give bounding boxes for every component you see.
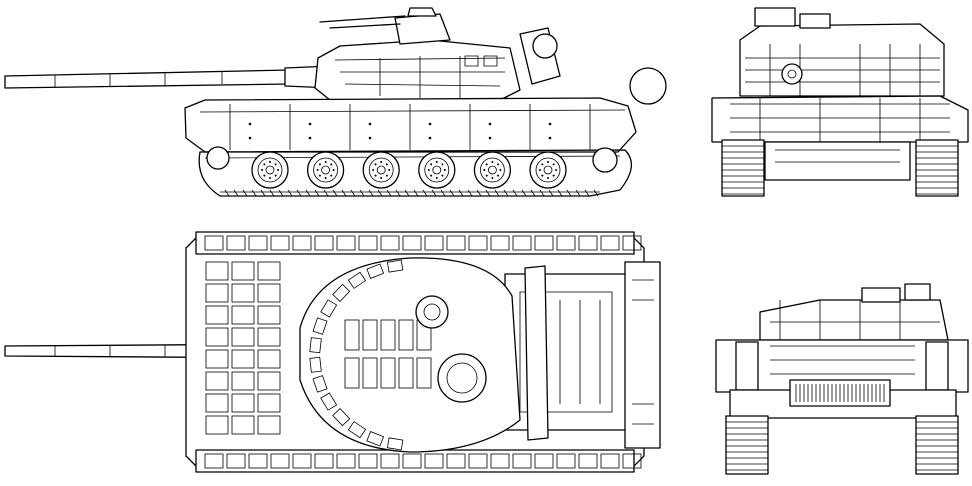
side-turret: [314, 7, 561, 101]
side-hull: [184, 97, 637, 153]
rear-hull: [715, 339, 969, 419]
top-gunner-hatch: [415, 295, 449, 329]
top-front-era: [205, 261, 281, 435]
road-wheel: [306, 151, 345, 189]
front-hull: [711, 95, 969, 181]
road-wheel: [362, 151, 400, 189]
side-gun-barrel: [4, 65, 333, 89]
top-turret: [299, 257, 549, 453]
road-wheel: [418, 151, 456, 189]
road-wheel: [473, 151, 512, 189]
top-view: [4, 231, 661, 473]
rear-view: [715, 283, 969, 475]
idler-wheel: [206, 146, 230, 170]
side-view: [4, 7, 667, 197]
road-wheel: [529, 151, 567, 189]
side-track: [198, 149, 632, 197]
side-road-wheels: [206, 146, 618, 197]
front-tracks: [721, 139, 959, 197]
top-commander-hatch: [437, 353, 487, 403]
rear-turret: [759, 283, 949, 341]
side-turret-ball: [629, 67, 667, 105]
front-gun-muzzle: [781, 63, 803, 85]
front-turret: [739, 7, 945, 97]
front-view: [711, 7, 969, 197]
road-wheel: [251, 151, 289, 189]
rear-tracks: [725, 415, 959, 475]
drive-sprocket: [592, 147, 618, 173]
